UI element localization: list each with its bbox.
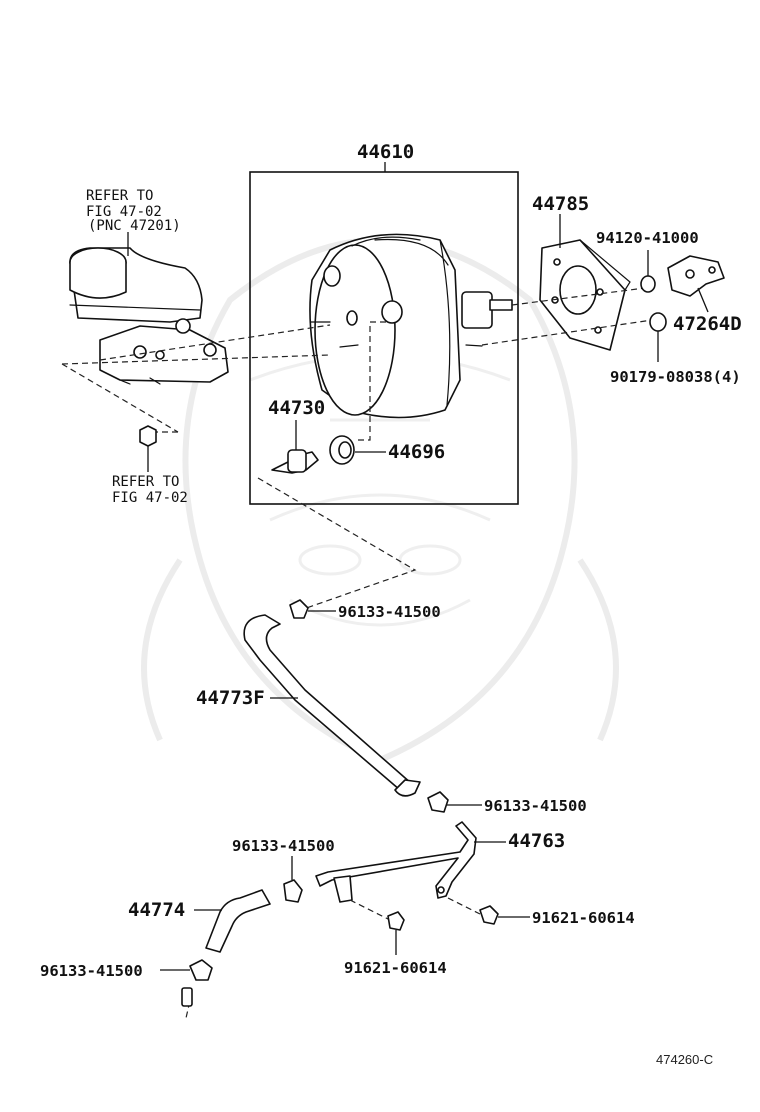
clip-mid-icon <box>427 791 482 813</box>
grommet-label: 44696 <box>388 441 445 463</box>
nut-90179-label: 90179-08038(4) <box>610 368 741 386</box>
nut-94120-icon <box>640 250 656 293</box>
watermark <box>141 237 619 763</box>
short-hose-icon <box>194 889 271 953</box>
figure-reference: 474260-C <box>656 1052 713 1067</box>
master-cylinder-icon <box>69 247 229 385</box>
vacuum-hose-icon <box>243 614 421 797</box>
nut-ref-line1: REFER TO <box>112 474 179 490</box>
booster-frame <box>249 171 519 505</box>
gasket-label: 44785 <box>532 193 589 215</box>
clip-bottom-label: 96133-41500 <box>40 962 143 980</box>
pipe-44763-label: 44763 <box>508 830 565 852</box>
brake-booster-icon <box>309 233 513 419</box>
clip-top-icon <box>289 599 336 619</box>
nut-icon <box>139 425 157 472</box>
gasket-icon <box>539 239 631 351</box>
bracket-icon <box>667 255 725 313</box>
vacuum-pipe-icon <box>315 821 506 903</box>
nut-94120-label: 94120-41000 <box>596 229 699 247</box>
bolt-right-label: 91621-60614 <box>532 909 635 927</box>
bolt-mid-icon <box>387 911 405 955</box>
nut-90179-icon <box>649 312 667 362</box>
brake-booster-group: 44610 44730 <box>249 141 519 505</box>
bolt-right-icon <box>479 905 530 925</box>
grommet-icon <box>329 435 386 465</box>
clip-lower-icon <box>283 856 303 903</box>
hose-44773f-label: 44773F <box>196 687 265 709</box>
nut-ref-line2: FIG 47-02 <box>112 490 188 506</box>
master-cylinder-ref-line2: FIG 47-02 <box>86 204 162 220</box>
bolt-mid-label: 91621-60614 <box>344 959 447 977</box>
clip-bottom-icon <box>160 959 213 981</box>
check-valve-icon <box>271 420 319 474</box>
hose-44774-label: 44774 <box>128 899 185 921</box>
booster-label: 44610 <box>357 141 414 163</box>
clip-mid-label: 96133-41500 <box>484 797 587 815</box>
clip-lower-label: 96133-41500 <box>232 837 335 855</box>
check-valve-label: 44730 <box>268 397 325 419</box>
bracket-label: 47264D <box>673 313 742 335</box>
clip-top-label: 96133-41500 <box>338 603 441 621</box>
master-cylinder-ref-line1: REFER TO <box>86 188 153 204</box>
master-cylinder-ref-line3: (PNC 47201) <box>88 218 181 234</box>
